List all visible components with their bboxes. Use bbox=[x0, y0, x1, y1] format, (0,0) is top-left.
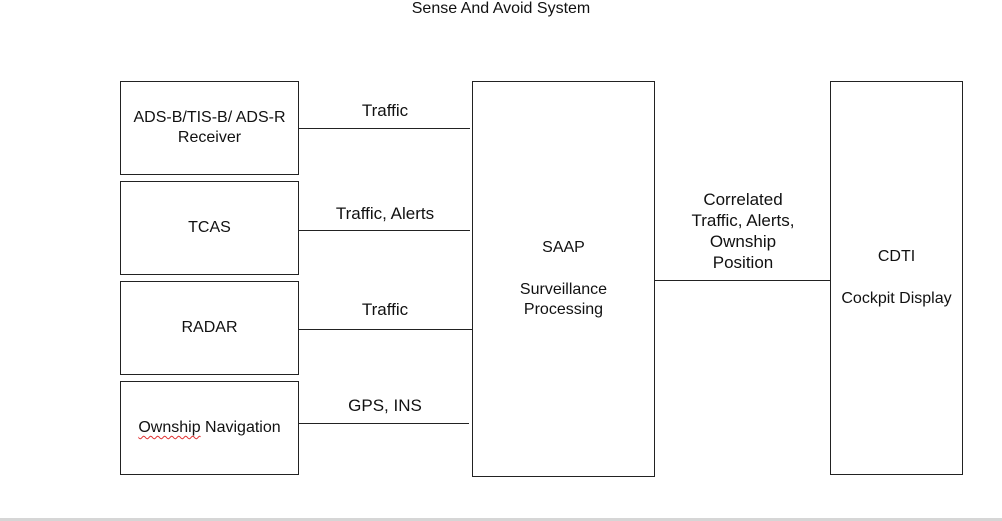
adsb-receiver-line2: Receiver bbox=[177, 129, 242, 146]
diagram-title: Sense And Avoid System bbox=[411, 0, 591, 17]
cdti-label: CDTI Cockpit Display bbox=[841, 247, 951, 309]
tcas-link-label: Traffic, Alerts bbox=[335, 204, 435, 223]
tcas-box: TCAS bbox=[120, 181, 299, 275]
radar-to-saap-line bbox=[299, 329, 472, 330]
cdti-name: CDTI bbox=[877, 248, 916, 265]
adsb-link-label: Traffic bbox=[361, 101, 409, 120]
cdti-desc: Cockpit Display bbox=[841, 290, 952, 307]
ownship-navigation-label: Ownship Navigation bbox=[134, 418, 284, 438]
cdti-box: CDTI Cockpit Display bbox=[830, 81, 963, 475]
ownship-to-saap-line bbox=[299, 423, 469, 424]
output-link-line3: Ownship bbox=[709, 232, 777, 251]
adsb-receiver-line1: ADS-B/TIS-B/ ADS-R bbox=[133, 109, 286, 126]
ownship-link-label: GPS, INS bbox=[348, 396, 422, 415]
saap-name: SAAP bbox=[542, 239, 585, 256]
saap-to-cdti-line bbox=[655, 280, 830, 281]
output-link-line4: Position bbox=[712, 253, 774, 272]
saap-box: SAAP Surveillance Processing bbox=[472, 81, 655, 477]
tcas-to-saap-line bbox=[299, 230, 470, 231]
ownship-navigation-box: Ownship Navigation bbox=[120, 381, 299, 475]
radar-box: RADAR bbox=[120, 281, 299, 375]
ownship-word: Ownship bbox=[138, 419, 201, 436]
radar-label: RADAR bbox=[181, 319, 238, 336]
adsb-to-saap-line bbox=[299, 128, 470, 129]
adsb-receiver-label: ADS-B/TIS-B/ ADS-R Receiver bbox=[133, 108, 285, 148]
bottom-border bbox=[0, 518, 1002, 521]
saap-desc-line2: Processing bbox=[523, 301, 604, 318]
output-link-line1: Correlated bbox=[703, 190, 783, 209]
adsb-receiver-box: ADS-B/TIS-B/ ADS-R Receiver bbox=[120, 81, 299, 175]
radar-link-label: Traffic bbox=[361, 300, 409, 319]
output-link-label: Correlated Traffic, Alerts, Ownship Posi… bbox=[656, 189, 830, 273]
tcas-label: TCAS bbox=[188, 219, 231, 236]
output-link-line2: Traffic, Alerts, bbox=[691, 211, 795, 230]
saap-label: SAAP Surveillance Processing bbox=[520, 238, 607, 320]
navigation-word: Navigation bbox=[205, 419, 281, 436]
saap-desc-line1: Surveillance bbox=[519, 281, 608, 298]
